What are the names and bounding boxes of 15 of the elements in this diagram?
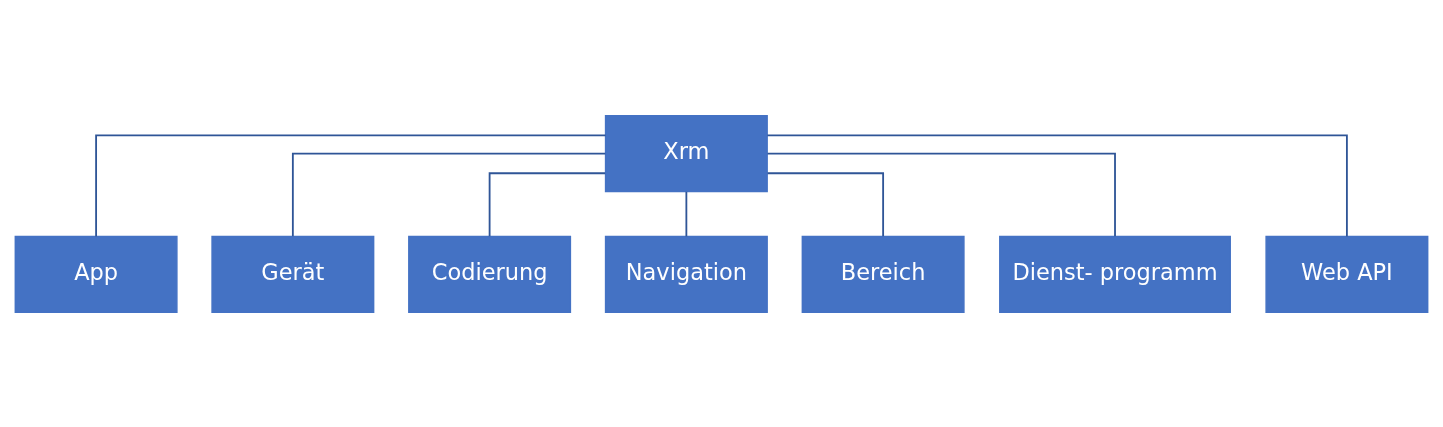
- connector: [766, 171, 885, 237]
- node-box: Xrm: [604, 114, 768, 192]
- connector: [291, 152, 607, 237]
- node-box: Navigation: [604, 235, 768, 313]
- node-box: App: [14, 235, 178, 313]
- node-box: Gerät: [211, 235, 375, 313]
- connector: [766, 152, 1116, 237]
- node-box: Dienst- programm: [999, 235, 1231, 313]
- connector: [488, 171, 607, 237]
- connector: [766, 133, 1348, 237]
- connector: [95, 133, 607, 237]
- node-box: Codierung: [408, 235, 572, 313]
- node-box: Web API: [1265, 235, 1429, 313]
- node-box: Bereich: [801, 235, 965, 313]
- connector: [685, 190, 688, 237]
